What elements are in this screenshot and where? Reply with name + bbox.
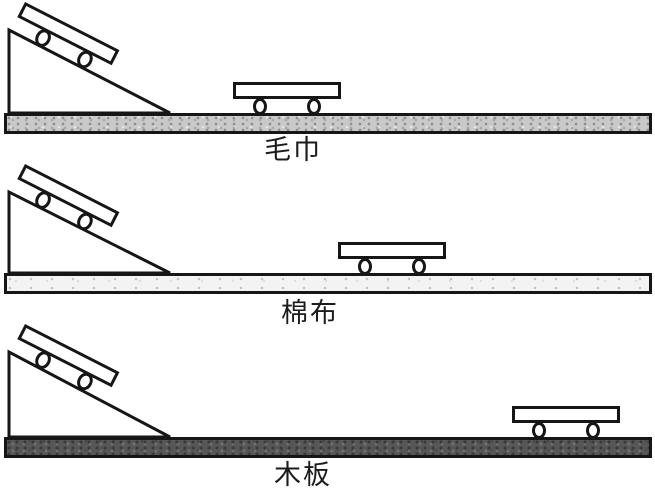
cart-wheel-icon [532,422,546,439]
cart-body [233,82,341,99]
cart-wheel-icon [586,422,600,439]
flat-cart [233,82,341,115]
surface-label-cotton: 棉布 [281,298,339,328]
flat-cart [512,406,620,439]
cart-wheel-icon [358,258,372,275]
cart-body [338,242,446,259]
panel-towel: 毛巾 [0,0,655,165]
surface-label-wood: 木板 [274,460,332,489]
panel-cotton: 棉布 [0,164,655,330]
panel-wood: 木板 [0,324,655,489]
cart-wheel-icon [412,258,426,275]
surface-label-towel: 毛巾 [264,135,322,165]
surface-strip-towel [4,113,652,134]
surface-strip-wood [4,437,652,458]
cart-wheel-icon [253,98,267,115]
flat-cart [338,242,446,275]
cart-body [512,406,620,423]
surface-strip-cotton [4,273,652,294]
cart-wheel-icon [307,98,321,115]
